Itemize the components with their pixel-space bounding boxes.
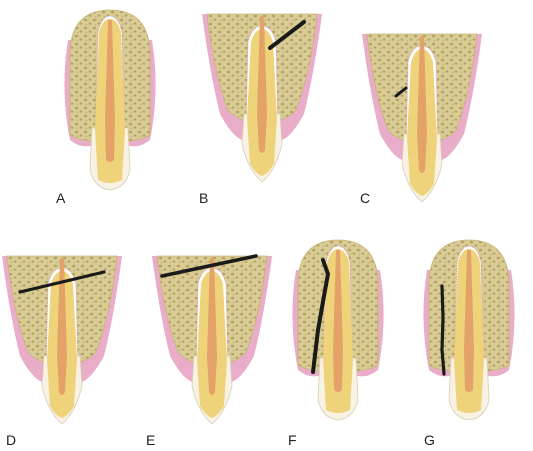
panel-label-b: B <box>199 190 209 206</box>
panel-label-a: A <box>56 190 66 206</box>
panel-f <box>291 239 385 421</box>
panel-label-f: F <box>288 432 297 448</box>
panel-b <box>201 13 323 183</box>
panel-label-c: C <box>360 190 371 206</box>
panel-label-d: D <box>6 432 17 448</box>
panel-g <box>422 239 516 421</box>
fracture-line-b <box>268 20 306 50</box>
panel-c <box>361 33 483 203</box>
panel-e <box>151 254 273 425</box>
fracture-line-f <box>311 258 330 374</box>
fracture-line-e <box>160 254 258 278</box>
fracture-line-c <box>394 86 408 98</box>
panel-d <box>1 255 123 425</box>
panel-a <box>63 9 157 191</box>
panel-label-g: G <box>424 432 435 448</box>
fracture-line-g <box>440 284 446 376</box>
fracture-line-d <box>18 270 106 294</box>
panel-label-e: E <box>146 432 156 448</box>
